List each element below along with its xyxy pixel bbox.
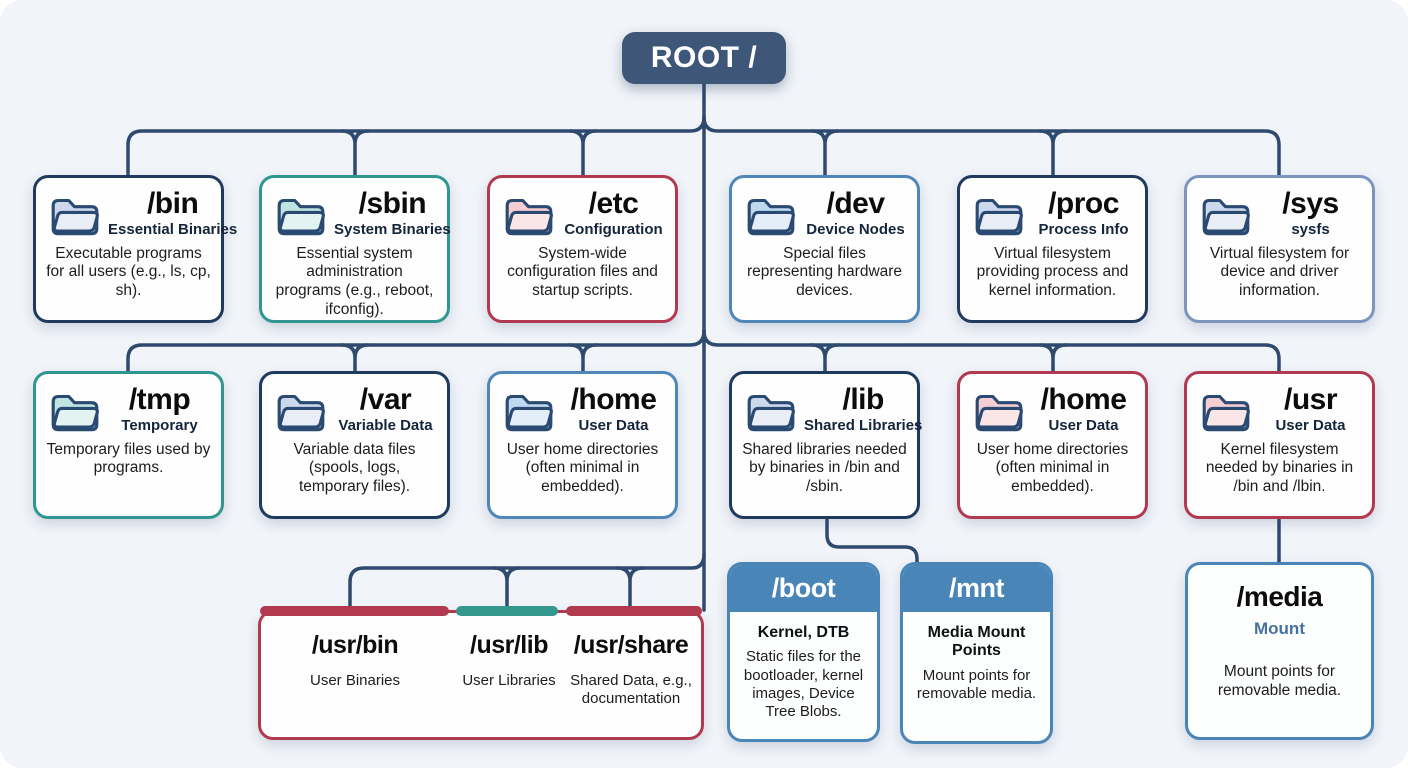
node-var: /var Variable Data Variable data files (…: [259, 371, 450, 519]
node-home-right: /home User Data User home directories (o…: [957, 371, 1148, 519]
node-subtitle: Kernel, DTB: [757, 624, 850, 641]
node-description: Shared Data, e.g., documentation: [570, 672, 692, 707]
node-boot: /boot Kernel, DTB Static files for the b…: [727, 562, 880, 742]
node-subtitle: Essential Binaries: [108, 220, 238, 238]
node-title: /usr/bin: [311, 631, 399, 659]
node-subtitle: Mount: [1254, 619, 1305, 638]
node-subtitle: Device Nodes: [806, 220, 905, 238]
node-home-left: /home User Data User home directories (o…: [487, 371, 678, 519]
node-sbin: /sbin System Binaries Essential system a…: [259, 175, 451, 323]
node-description: User home directories (often minimal in …: [976, 440, 1129, 496]
node-description: Executable programs for all users (e.g.,…: [46, 244, 211, 300]
node-usr-children: /usr/bin User Binaries /usr/lib User Lib…: [258, 610, 704, 740]
node-description: User Binaries: [309, 672, 401, 689]
usr-share-accent-bar: [566, 606, 702, 616]
usr-lib-accent-bar: [456, 606, 558, 616]
node-title: /home: [570, 383, 657, 416]
folder-icon: [505, 198, 553, 236]
node-proc: /proc Process Info Virtual filesystem pr…: [957, 175, 1148, 323]
folder-icon: [51, 394, 99, 432]
node-description: Mount points for removable media.: [916, 666, 1037, 703]
node-title: /sys: [1282, 187, 1339, 220]
node-title: /boot: [730, 565, 877, 612]
node-description: Virtual filesystem providing process and…: [976, 244, 1129, 300]
node-usr: /usr User Data Kernel filesystem needed …: [1184, 371, 1375, 519]
usr-bin-accent-bar: [260, 606, 449, 616]
node-description: Mount points for removable media.: [1217, 663, 1342, 699]
node-subtitle: System Binaries: [334, 220, 451, 238]
node-title: /etc: [588, 187, 639, 220]
folder-icon: [277, 198, 325, 236]
folder-icon: [747, 394, 795, 432]
folder-icon: [975, 198, 1023, 236]
node-title: /tmp: [128, 383, 191, 416]
node-sys: /sys sysfs Virtual filesystem for device…: [1184, 175, 1375, 323]
node-description: System-wide configuration files and star…: [507, 244, 658, 300]
node-media: /media Mount Mount points for removable …: [1185, 562, 1374, 740]
node-description: Temporary files used by programs.: [46, 440, 211, 477]
node-title: /lib: [842, 383, 885, 416]
node-description: Shared libraries needed by binaries in /…: [742, 440, 907, 496]
node-bin: /bin Essential Binaries Executable progr…: [33, 175, 237, 323]
node-title: /sbin: [358, 187, 427, 220]
node-description: Special files representing hardware devi…: [746, 244, 903, 300]
folder-icon: [975, 394, 1023, 432]
node-title: /var: [359, 383, 412, 416]
node-subtitle: Temporary: [121, 416, 198, 434]
node-description: User Libraries: [462, 672, 556, 689]
node-usr-bin: /usr/bin User Binaries: [275, 631, 435, 690]
node-title: /usr/share: [573, 631, 689, 659]
folder-icon: [747, 198, 795, 236]
node-description: Static files for the bootloader, kernel …: [743, 648, 864, 721]
node-description: Kernel filesystem needed by binaries in …: [1205, 440, 1354, 496]
node-dev: /dev Device Nodes Special files represen…: [729, 175, 920, 323]
folder-icon: [1202, 198, 1250, 236]
node-title: /mnt: [903, 565, 1050, 612]
folder-icon: [51, 198, 99, 236]
node-description: Variable data files (spools, logs, tempo…: [293, 440, 416, 496]
root-node: ROOT /: [622, 32, 786, 84]
node-title: /media: [1236, 581, 1323, 612]
node-description: Essential system administration programs…: [275, 244, 434, 319]
node-usr-share: /usr/share Shared Data, e.g., documentat…: [569, 631, 693, 708]
node-subtitle: Variable Data: [338, 416, 433, 434]
node-subtitle: User Data: [1275, 416, 1346, 434]
node-subtitle: Process Info: [1038, 220, 1129, 238]
node-etc: /etc Configuration System-wide configura…: [487, 175, 678, 323]
node-description: User home directories (often minimal in …: [506, 440, 659, 496]
node-title: /dev: [826, 187, 885, 220]
node-title: /bin: [146, 187, 199, 220]
node-title: /home: [1040, 383, 1127, 416]
node-subtitle: Media Mount Points: [927, 624, 1026, 660]
node-title: /usr: [1283, 383, 1338, 416]
node-tmp: /tmp Temporary Temporary files used by p…: [33, 371, 224, 519]
node-subtitle: Configuration: [564, 220, 663, 238]
node-subtitle: User Data: [1048, 416, 1119, 434]
node-title: /proc: [1048, 187, 1119, 220]
folder-icon: [505, 394, 553, 432]
node-mnt: /mnt Media Mount Points Mount points for…: [900, 562, 1053, 744]
node-subtitle: Shared Libraries: [804, 416, 923, 434]
node-title: /usr/lib: [470, 631, 548, 659]
node-description: Virtual filesystem for device and driver…: [1209, 244, 1350, 300]
node-subtitle: sysfs: [1291, 220, 1330, 238]
node-usr-lib: /usr/lib User Libraries: [449, 631, 569, 690]
node-subtitle: User Data: [578, 416, 649, 434]
node-lib: /lib Shared Libraries Shared libraries n…: [729, 371, 923, 519]
folder-icon: [1202, 394, 1250, 432]
folder-icon: [277, 394, 325, 432]
